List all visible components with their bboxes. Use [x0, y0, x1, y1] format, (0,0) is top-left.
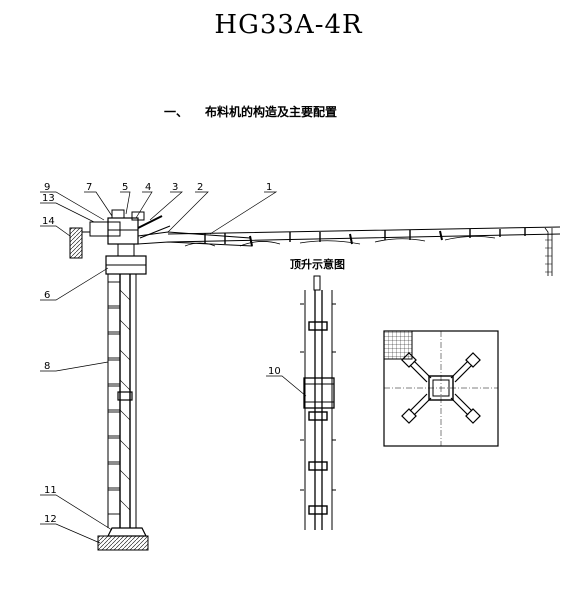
callout-13: 13 [42, 193, 55, 204]
callout-11: 11 [44, 485, 57, 496]
end-hose [544, 227, 553, 276]
diagonal-legs [409, 360, 473, 416]
counterweight [69, 227, 83, 259]
counter-jib [89, 221, 121, 237]
callout-10: 10 [268, 366, 281, 377]
callout-6: 6 [44, 290, 50, 301]
callout-leaders [40, 191, 307, 544]
tower-base [107, 527, 147, 537]
callout-7: 7 [86, 182, 92, 193]
section-title: 布料机的构造及主要配置 [205, 105, 338, 119]
callout-12: 12 [44, 514, 57, 525]
callout-8: 8 [44, 361, 50, 372]
lifting-diagram-caption: 顶升示意图 [290, 258, 345, 271]
boom-section-2 [167, 226, 561, 243]
page-title: HG33A-4R [214, 10, 363, 40]
callout-5: 5 [122, 182, 128, 193]
callout-3: 3 [172, 182, 178, 193]
callout-labels: 1 2 3 4 5 6 7 8 9 10 11 12 13 14 [42, 182, 281, 525]
central-frame [428, 375, 454, 401]
mast-panels [107, 281, 121, 515]
foundation [97, 535, 149, 551]
callout-1: 1 [266, 182, 272, 193]
lifting-diagram [300, 275, 336, 530]
callout-9: 9 [44, 182, 50, 193]
callout-2: 2 [197, 182, 203, 193]
boom-pipe-clamps [204, 228, 526, 244]
callout-14: 14 [42, 216, 55, 227]
climbing-frame [303, 377, 335, 409]
callout-4: 4 [145, 182, 151, 193]
section-number: 一、 [164, 105, 189, 119]
climbing-clamps [308, 321, 328, 515]
leg-pads [401, 352, 481, 424]
boom-section-1 [137, 231, 253, 247]
placing-boom-machine [69, 209, 561, 551]
base-plan-view [383, 330, 499, 447]
